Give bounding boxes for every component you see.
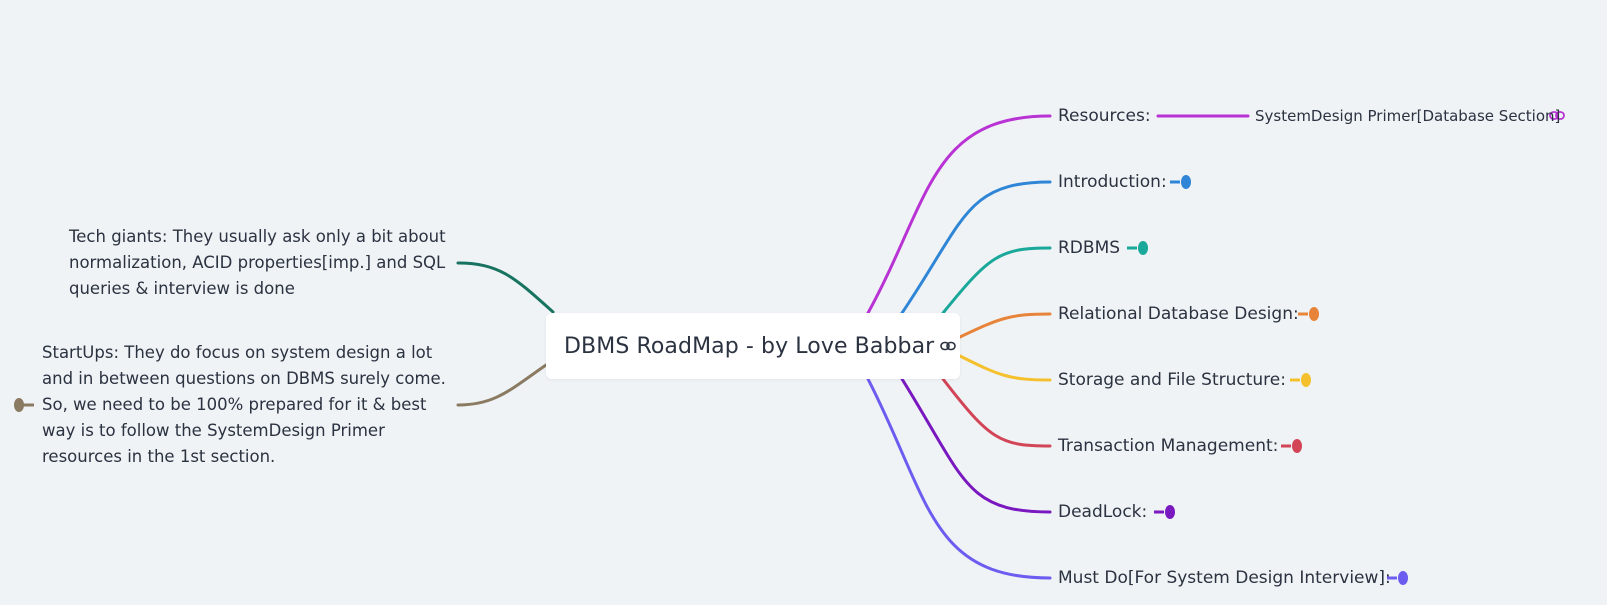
note-line: way is to follow the SystemDesign Primer [42,421,385,440]
connector-rdbms [941,246,1052,315]
note-line: StartUps: They do focus on system design… [42,343,433,362]
branch-introduction[interactable]: Introduction: [1058,172,1167,192]
root-title: DBMS RoadMap - by Love Babbar [564,333,935,359]
connector-deadlock [900,377,1052,514]
expand-knob-transaction-management[interactable] [1281,439,1302,453]
connector-resources [866,114,1052,315]
connector-relational-database-design [958,312,1052,339]
branch-deadlock[interactable]: DeadLock: [1058,502,1148,522]
connector-introduction [900,180,1052,315]
expand-knob-deadlock[interactable] [1154,505,1175,519]
branch-storage-file-structure[interactable]: Storage and File Structure: [1058,370,1286,390]
note-line: Tech giants: They usually ask only a bit… [69,227,446,246]
connector-storage-file-structure [958,354,1052,382]
note-line: queries & interview is done [69,279,295,298]
connector-tech-giants [456,261,555,314]
note-line: and in between questions on DBMS surely … [42,369,446,388]
note-line: So, we need to be 100% prepared for it &… [42,395,427,414]
link-icon[interactable] [940,340,957,352]
note-tech-giants[interactable]: Tech giants: They usually ask only a bit… [69,224,446,302]
note-startups[interactable]: StartUps: They do focus on system design… [42,340,446,470]
expand-knob-relational-database-design[interactable] [1298,307,1319,321]
connector-must-do [866,377,1052,580]
expand-knob-storage-file-structure[interactable] [1290,373,1311,387]
branch-resources[interactable]: Resources: [1058,106,1151,126]
note-line: resources in the 1st section. [42,447,276,466]
root-node[interactable]: DBMS RoadMap - by Love Babbar [546,313,960,379]
expand-knob-rdbms[interactable] [1127,241,1148,255]
note-line: normalization, ACID properties[imp.] and… [69,253,446,272]
expand-knob-startups[interactable] [14,398,34,412]
branch-transaction-management[interactable]: Transaction Management: [1058,436,1279,456]
expand-knob-introduction[interactable] [1170,175,1191,189]
connector-transaction-management [941,377,1052,448]
expand-knob-must-do[interactable] [1387,571,1408,585]
node-systemdesign-primer[interactable]: SystemDesign Primer[Database Section] [1255,107,1561,125]
branch-must-do[interactable]: Must Do[For System Design Interview]: [1058,568,1391,588]
branch-rdbms[interactable]: RDBMS [1058,238,1121,258]
connector-startups [456,363,548,407]
branch-relational-database-design[interactable]: Relational Database Design: [1058,304,1299,324]
link-icon[interactable] [1549,111,1565,120]
